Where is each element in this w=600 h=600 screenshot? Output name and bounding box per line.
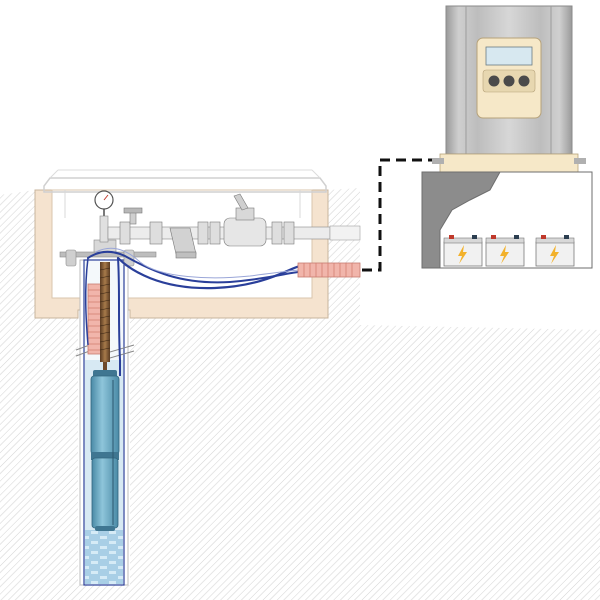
control-cabinet xyxy=(432,5,586,173)
pump-power-cable xyxy=(117,257,121,376)
lightning-icon xyxy=(458,245,467,264)
lightning-icon xyxy=(500,245,509,264)
drop-pipe xyxy=(99,262,111,372)
gauge-icon xyxy=(94,190,114,216)
water-column xyxy=(85,530,123,584)
display-screen xyxy=(485,46,533,66)
conduit-horizontal xyxy=(297,262,361,278)
battery-1 xyxy=(443,235,483,267)
panel-button-middle[interactable] xyxy=(503,75,515,87)
soil-layer xyxy=(0,188,600,600)
submersible-pump-icon xyxy=(90,370,120,531)
battery-3 xyxy=(535,235,575,267)
pit-cables xyxy=(87,247,302,290)
lightning-icon xyxy=(550,245,559,264)
conduit-vertical xyxy=(87,283,103,355)
pit-plumbing xyxy=(59,193,361,267)
panel-button-left[interactable] xyxy=(488,75,500,87)
battery-2 xyxy=(485,235,525,267)
panel-button-right[interactable] xyxy=(518,75,530,87)
control-wire xyxy=(362,158,438,272)
